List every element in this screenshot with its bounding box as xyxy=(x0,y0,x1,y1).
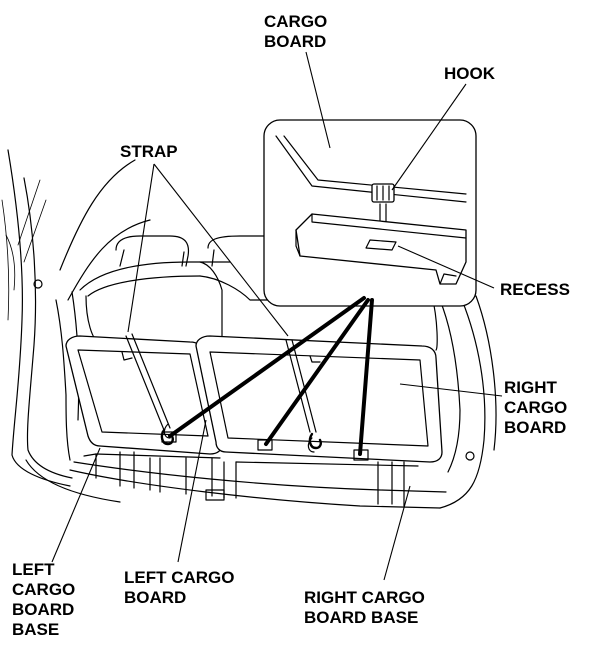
label-left-cargo-board-base: LEFT CARGO BOARD BASE xyxy=(12,560,76,639)
leader-strap-left xyxy=(127,163,155,333)
leader-recess xyxy=(397,245,495,289)
label-strap: STRAP xyxy=(120,142,178,161)
label-right-cargo-board-base: RIGHT CARGO BOARD BASE xyxy=(304,588,425,627)
leader-strap-right xyxy=(153,163,289,337)
leader-lines xyxy=(51,51,503,581)
inset-pointer-3 xyxy=(358,298,374,456)
hook-detail-inset xyxy=(263,119,477,307)
leader-left-cargo-board-base xyxy=(51,447,101,563)
vehicle-cargo-area xyxy=(1,149,497,509)
label-cargo-board-top: CARGO BOARD xyxy=(264,12,328,51)
inset-pointer-2 xyxy=(264,298,370,446)
label-right-cargo-board: RIGHT CARGO BOARD xyxy=(504,378,568,437)
leader-cargo-board-top xyxy=(305,51,331,149)
label-left-cargo-board: LEFT CARGO BOARD xyxy=(124,568,235,607)
label-hook: HOOK xyxy=(444,64,495,83)
right-cargo-board-panel xyxy=(195,335,443,463)
label-recess: RECESS xyxy=(500,280,570,299)
straps xyxy=(125,333,322,450)
leader-left-cargo-board xyxy=(177,419,207,563)
inset-pointer-1 xyxy=(168,296,366,438)
leader-right-cargo-board-base xyxy=(383,485,411,581)
leader-hook xyxy=(391,83,467,191)
leader-right-cargo-board xyxy=(399,383,503,397)
